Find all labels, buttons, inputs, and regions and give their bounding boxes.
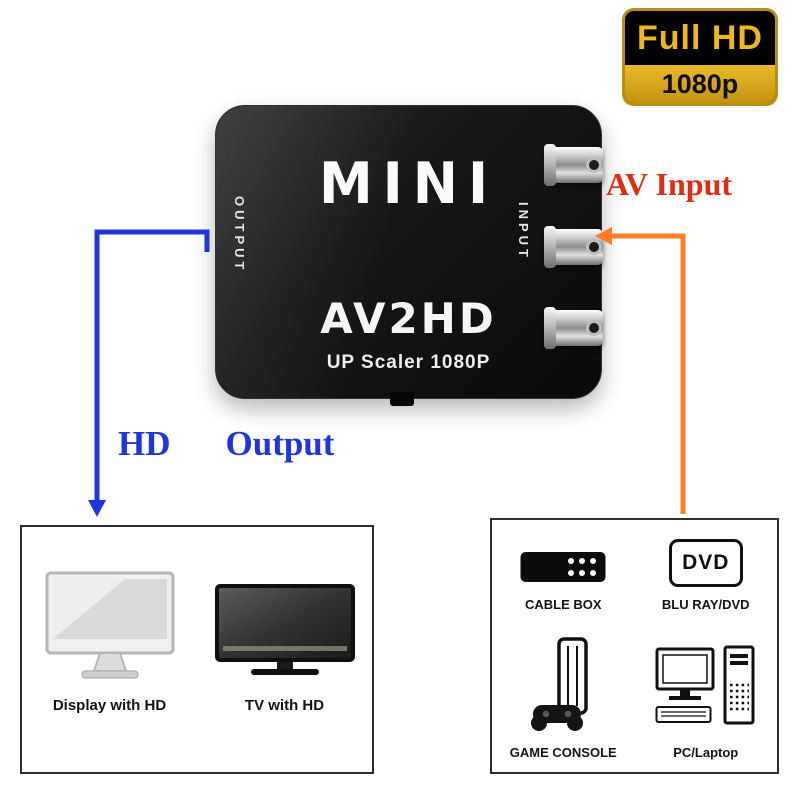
device-subtitle-text: UP Scaler 1080P	[326, 352, 491, 373]
display-cell: Display with HD	[22, 527, 197, 772]
display-caption: Display with HD	[52, 697, 167, 714]
rca-jack-middle	[544, 226, 603, 268]
hd-output-label: HD Output	[118, 424, 334, 464]
full-hd-badge: Full HD 1080p	[622, 8, 778, 106]
rca-jack-top	[544, 144, 603, 186]
av-sources-box: CABLE BOX DVD BLU RAY/DVD GAME CONSOLE	[490, 518, 779, 774]
monitor-icon	[45, 571, 174, 679]
bluray-caption: BLU RAY/DVD	[661, 597, 750, 612]
dvd-logo-text: DVD	[682, 551, 730, 574]
pc-icon	[655, 645, 755, 725]
game-console-icon	[530, 637, 588, 731]
dvd-icon: DVD	[668, 539, 743, 587]
game-console-cell: GAME CONSOLE	[492, 632, 635, 772]
rca-jack-bottom	[544, 307, 603, 349]
device-switch	[390, 392, 414, 406]
full-hd-text: Full HD	[637, 18, 763, 57]
cable-box-icon	[520, 552, 606, 582]
pc-cell: PC/Laptop	[635, 632, 778, 772]
resolution-1080p-text: 1080p	[625, 65, 775, 103]
av-input-arrow	[595, 227, 686, 514]
output-label: Output	[225, 424, 335, 463]
bluray-cell: DVD BLU RAY/DVD	[635, 520, 778, 632]
tv-caption: TV with HD	[244, 697, 325, 714]
device-output-port-label: OUTPUT	[232, 196, 247, 274]
cable-box-caption: CABLE BOX	[524, 597, 602, 612]
game-console-caption: GAME CONSOLE	[509, 745, 617, 760]
cable-box-cell: CABLE BOX	[492, 520, 635, 632]
device-input-port-label: INPUT	[516, 202, 531, 261]
tv-icon	[214, 584, 355, 675]
hd-label: HD	[118, 424, 171, 463]
av-input-label: AV Input	[606, 166, 733, 202]
hd-output-arrow	[88, 229, 210, 517]
av2hd-converter-device: MINI OUTPUT INPUT AV2HD UP Scaler 1080P	[215, 105, 602, 406]
tv-cell: TV with HD	[197, 527, 372, 772]
pc-caption: PC/Laptop	[673, 745, 739, 760]
hd-devices-box: Display with HD TV with HD	[20, 525, 374, 774]
